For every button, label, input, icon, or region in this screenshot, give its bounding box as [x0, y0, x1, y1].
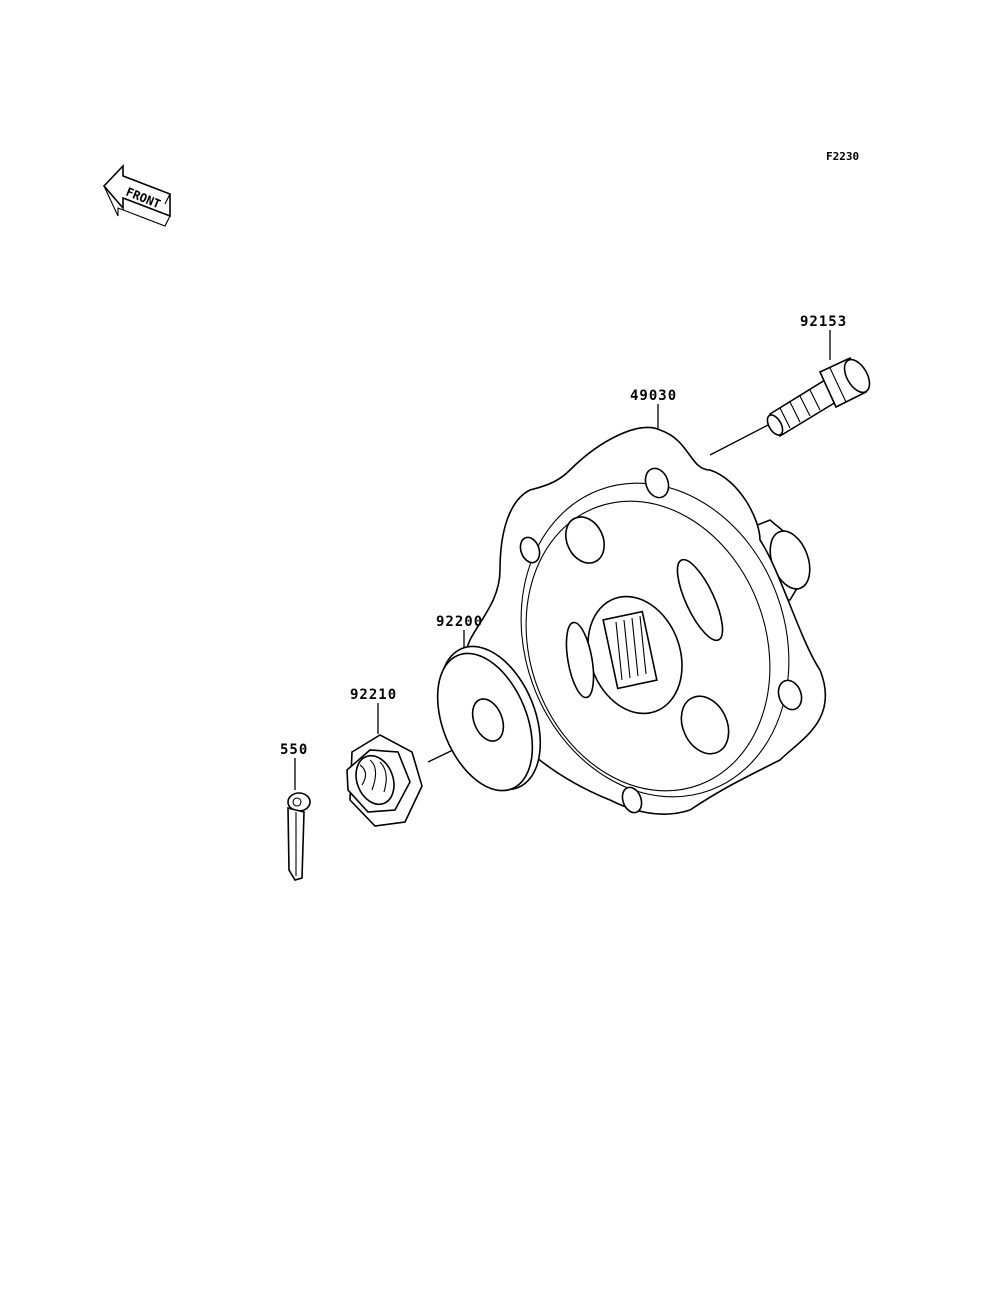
hub-bolt — [766, 356, 871, 438]
front-arrow-icon: FRONT — [102, 163, 171, 227]
wheel-hub — [465, 426, 827, 815]
part-number-92210: 92210 — [350, 687, 397, 703]
part-number-550: 550 — [280, 742, 308, 758]
figure-code: F2230 — [826, 150, 859, 163]
flange-nut — [346, 734, 423, 827]
part-number-92153: 92153 — [800, 314, 847, 330]
washer — [436, 645, 542, 792]
part-number-92200: 92200 — [436, 614, 483, 630]
cotter-pin — [287, 792, 311, 881]
part-number-49030: 49030 — [630, 388, 677, 404]
